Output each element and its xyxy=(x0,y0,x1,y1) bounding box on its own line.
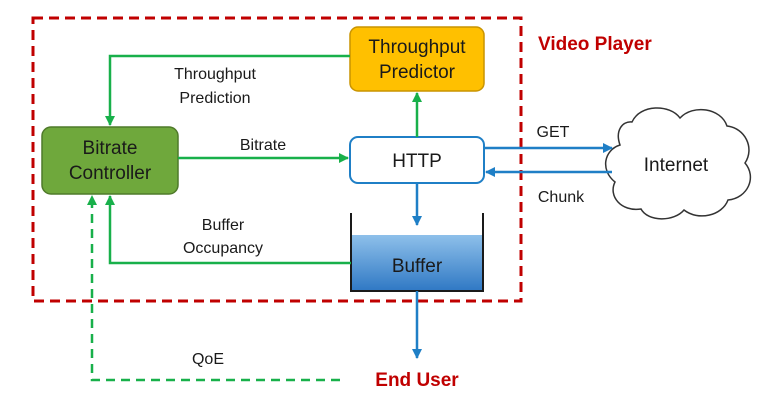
internet-label: Internet xyxy=(644,155,709,176)
bitrate-controller: Bitrate Controller xyxy=(41,126,179,195)
end-user-label: End User xyxy=(375,370,459,391)
buffer-occupancy-label-line1: Buffer xyxy=(202,217,245,234)
bitrate-controller-line2: Controller xyxy=(69,163,152,184)
throughput-predictor-line1: Throughput xyxy=(368,37,466,58)
bitrate-controller-line1: Bitrate xyxy=(83,138,138,159)
qoe-arrow xyxy=(87,195,340,382)
throughput-prediction-arrow xyxy=(105,54,350,126)
video-player-boundary xyxy=(31,16,523,303)
chunk-label: Chunk xyxy=(538,189,585,206)
buffer-occupancy-arrow xyxy=(105,195,351,265)
bitrate-label: Bitrate xyxy=(240,137,286,154)
video-player-title: Video Player xyxy=(538,34,652,55)
qoe-label: QoE xyxy=(192,351,224,368)
buffer-occupancy-label-line2: Occupancy xyxy=(183,240,263,257)
throughput-prediction-label-line2: Prediction xyxy=(179,90,250,107)
throughput-prediction-label-line1: Throughput xyxy=(174,66,256,83)
buffer-label: Buffer xyxy=(392,256,443,277)
throughput-predictor: Throughput Predictor xyxy=(349,26,485,92)
http-box: HTTP xyxy=(349,136,485,184)
internet-cloud: Internet xyxy=(605,107,751,220)
throughput-predictor-line2: Predictor xyxy=(379,62,456,83)
http-label: HTTP xyxy=(392,151,442,172)
get-label: GET xyxy=(537,124,570,141)
